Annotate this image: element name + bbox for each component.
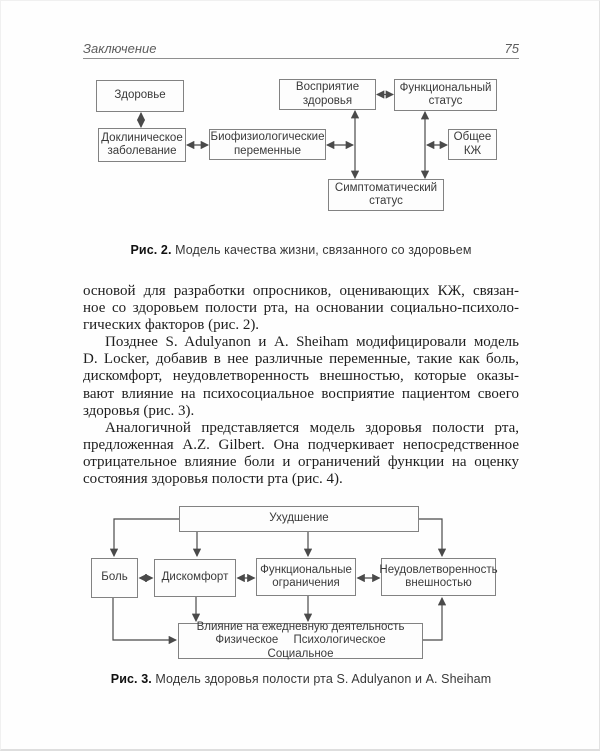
- header-rule: [83, 58, 519, 59]
- fig3-node-appearance-dissatisfaction: Неудовлетворенность внешностью: [379, 558, 498, 596]
- figure3-caption-label: Рис. 3.: [110, 672, 152, 686]
- body-line: D. Locker, добавив в нее различные перем…: [83, 351, 519, 368]
- body-line: здоровья (рис. 3).: [83, 402, 195, 419]
- fig3-node-functional-limitations: Функциональные ограничения: [256, 558, 356, 596]
- fig3-node-daily-activity-impact: Влияние на ежедневную деятельность Физич…: [178, 620, 423, 660]
- figure2-caption-label: Рис. 2.: [130, 243, 172, 257]
- body-line: ное со здоровьем полости рта, на основан…: [83, 300, 519, 317]
- fig2-node-health-perception: Восприятие здоровья: [279, 79, 376, 110]
- figure3-connectors: [109, 518, 447, 645]
- body-line: состояния здоровья полости рта (рис. 4).: [83, 471, 343, 488]
- body-line: гических факторов (рис. 2).: [83, 317, 260, 334]
- fig2-node-symptomatic-status: Симптоматический статус: [328, 179, 444, 211]
- figure2-connectors: [136, 90, 449, 180]
- body-line: вают влияние на психосоциальное восприят…: [83, 385, 519, 402]
- figure3-diagram: Ухудшение Боль Дискомфорт Функциональные…: [1, 499, 599, 664]
- body-text: основой для разработки опросников, оцени…: [83, 283, 519, 488]
- fig3-impact-title: Влияние на ежедневную деятельность: [196, 620, 405, 633]
- page-header: Заключение 75: [83, 41, 519, 56]
- fig3-impact-domains: Физическое Психологическое Социальное: [215, 634, 386, 660]
- fig2-node-overall-qol: Общее КЖ: [448, 129, 497, 160]
- figure3-caption-text: Модель здоровья полости рта S. Adulyanon…: [155, 672, 492, 686]
- figure2-diagram: Здоровье Восприятие здоровья Функциональ…: [1, 76, 599, 216]
- figure2-caption: Рис. 2. Модель качества жизни, связанног…: [1, 243, 599, 257]
- page-number: 75: [504, 41, 519, 56]
- running-title: Заключение: [83, 41, 157, 56]
- body-line: предложенная A.Z. Gilbert. Она подчеркив…: [83, 436, 519, 453]
- fig3-node-deterioration: Ухудшение: [179, 506, 419, 532]
- body-line: основой для разработки опросников, оцени…: [83, 283, 519, 299]
- body-line: дискомфорт, неудовлетворенность внешност…: [83, 368, 519, 385]
- figure2-caption-text: Модель качества жизни, связанного со здо…: [175, 243, 472, 257]
- figure3-caption: Рис. 3. Модель здоровья полости рта S. A…: [1, 672, 599, 686]
- fig3-node-discomfort: Дискомфорт: [154, 559, 236, 597]
- body-line: отрицательное влияние боли и ограничений…: [83, 453, 519, 470]
- fig2-node-biophysiological-variables: Биофизиологические переменные: [209, 129, 326, 160]
- body-line: Аналогичной представляется модель здоров…: [105, 419, 519, 436]
- body-line: Позднее S. Adulyanon и A. Sheiham модифи…: [105, 334, 519, 351]
- fig2-node-health: Здоровье: [96, 80, 184, 112]
- fig3-node-pain: Боль: [91, 558, 138, 598]
- fig2-node-functional-status: Функциональный статус: [394, 79, 497, 111]
- fig2-node-preclinical-disease: Доклиническое заболевание: [98, 128, 186, 162]
